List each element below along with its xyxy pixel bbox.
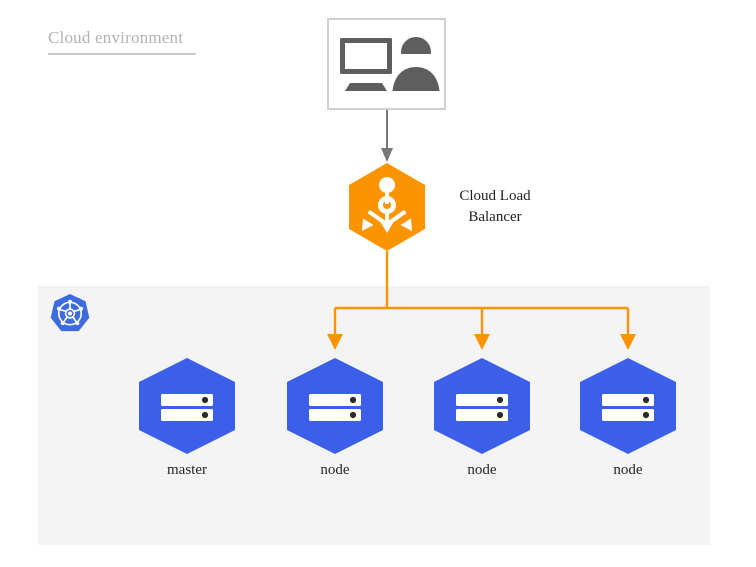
load-balancer-label: Cloud Load Balancer — [440, 186, 550, 228]
cluster-node-2[interactable]: node — [434, 358, 530, 478]
kubernetes-logo — [48, 292, 92, 336]
cluster-node-3[interactable]: node — [580, 358, 676, 478]
kubernetes-helm-wheel-icon — [50, 294, 90, 332]
client-box — [327, 18, 446, 110]
node-label: node — [613, 462, 643, 478]
node-hexagon — [434, 358, 530, 454]
server-rack-icon — [456, 394, 508, 421]
node-label: master — [167, 462, 207, 478]
connector-client-to-load-balancer — [381, 110, 393, 162]
load-balancer-label-line1: Cloud Load — [459, 188, 531, 204]
load-balancer-node[interactable] — [349, 163, 425, 251]
node-hexagon — [287, 358, 383, 454]
load-balancer-label-line2: Balancer — [468, 209, 522, 225]
node-hexagon — [580, 358, 676, 454]
page-title: Cloud environment — [48, 28, 184, 47]
monitor-icon — [340, 38, 392, 91]
load-balancer-distribute-icon — [362, 177, 412, 233]
user-icon — [392, 37, 440, 91]
cluster-node-master[interactable]: master — [139, 358, 235, 478]
node-label: node — [467, 462, 497, 478]
node-label: node — [320, 462, 350, 478]
server-rack-icon — [309, 394, 361, 421]
node-hexagon — [139, 358, 235, 454]
title-underline — [48, 53, 196, 55]
cluster-node-1[interactable]: node — [287, 358, 383, 478]
server-rack-icon — [161, 394, 213, 421]
load-balancer-hexagon — [349, 163, 425, 251]
server-rack-icon — [602, 394, 654, 421]
